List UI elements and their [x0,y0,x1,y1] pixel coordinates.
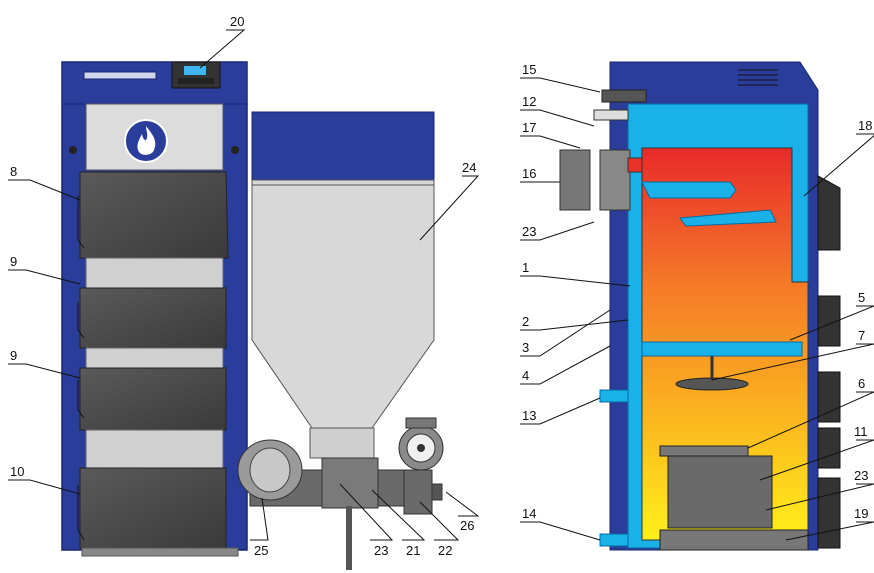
label-23a: 23 [374,543,388,558]
label-17: 17 [522,120,536,135]
label-23b: 23 [522,224,536,239]
label-15: 15 [522,62,536,77]
bolt-icon [231,146,239,154]
label-3: 3 [522,340,529,355]
label-24: 24 [462,160,476,175]
label-5: 5 [858,290,865,305]
label-26: 26 [460,518,474,533]
door-handle-icon [77,195,85,249]
part-labels: 20 8 9 9 10 24 25 23 21 22 26 15 12 17 1… [10,14,872,558]
label-16: 16 [522,166,536,181]
label-2: 2 [522,314,529,329]
middle-panel [85,257,224,289]
boiler-base [81,547,239,557]
label-18: 18 [858,118,872,133]
door-handle-icon [77,485,85,541]
fan-icon [398,417,444,471]
controller-icon [171,61,221,89]
label-13: 13 [522,408,536,423]
flame-logo-icon [124,119,168,163]
label-6: 6 [858,376,865,391]
label-21: 21 [406,543,420,558]
middle-panel-2 [85,347,224,369]
label-22: 22 [438,543,452,558]
middle-door [79,287,227,349]
label-1: 1 [522,260,529,275]
label-4: 4 [522,368,529,383]
label-12: 12 [522,94,536,109]
front-view [61,61,248,557]
lower-door [79,367,227,431]
fuel-hopper [251,111,435,459]
bolt-icon [69,146,77,154]
label-9a: 9 [10,254,17,269]
label-19: 19 [854,506,868,521]
label-23c: 23 [854,468,868,483]
ash-door [79,467,227,549]
label-11: 11 [854,424,868,439]
label-14: 14 [522,506,536,521]
label-10: 10 [10,464,24,479]
feeder-assembly [237,417,444,570]
label-7: 7 [858,328,865,343]
leader-lines [8,29,874,541]
upper-door [79,171,229,259]
label-20: 20 [230,14,244,29]
lower-panel [85,429,224,469]
cross-section-view [559,61,841,551]
label-25: 25 [254,543,268,558]
label-8: 8 [10,164,17,179]
label-9b: 9 [10,348,17,363]
door-handle-icon [77,380,85,419]
brand-plate [83,71,157,80]
door-handle-icon [77,302,85,339]
